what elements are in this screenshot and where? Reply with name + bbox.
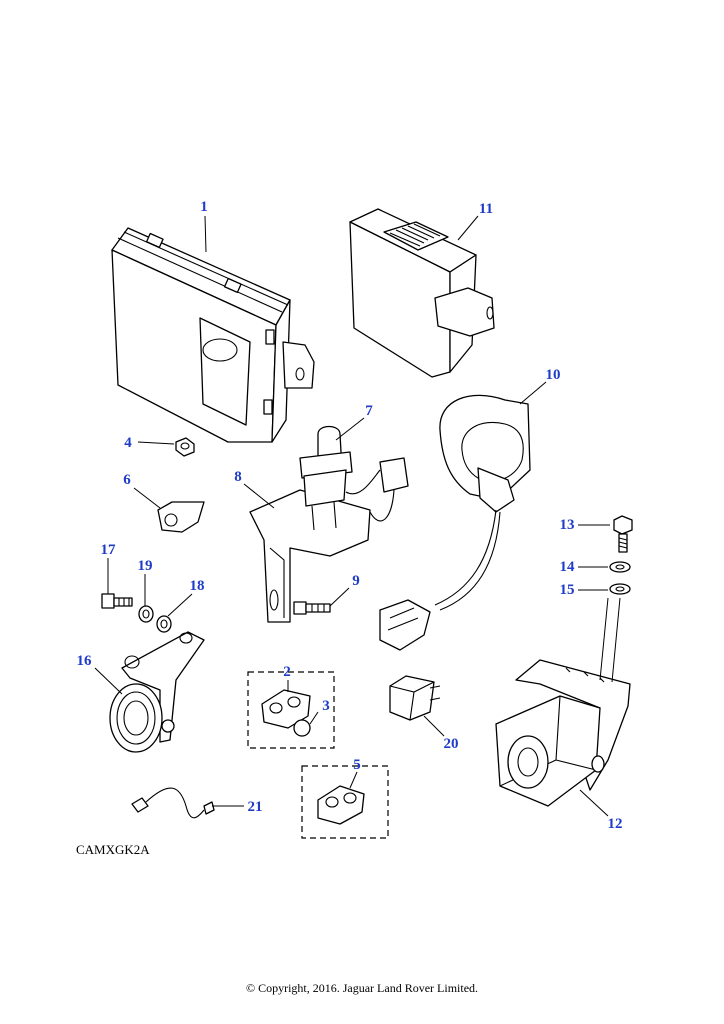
cable-part	[131, 787, 215, 819]
callout-15: 15	[559, 582, 575, 598]
callout-21: 21	[247, 799, 263, 815]
callout-2: 2	[283, 664, 291, 680]
module-part-11	[349, 208, 495, 378]
connector-part-2	[247, 671, 335, 749]
callout-10: 10	[545, 367, 561, 383]
copyright-notice: © Copyright, 2016. Jaguar Land Rover Lim…	[245, 981, 479, 995]
callout-13: 13	[559, 517, 575, 533]
callout-14: 14	[559, 559, 575, 575]
horn-part	[109, 631, 205, 753]
screw-washer-set	[101, 593, 172, 633]
callout-20: 20	[443, 736, 459, 752]
callout-5: 5	[353, 757, 361, 773]
sensor-ring-part	[379, 394, 531, 651]
callout-18: 18	[189, 578, 205, 594]
callout-4: 4	[124, 435, 132, 451]
control-module-part	[111, 227, 315, 443]
siren-part	[495, 659, 631, 807]
leader-lines	[94, 215, 621, 817]
callout-1: 1	[200, 199, 208, 215]
screw-part-9	[293, 601, 331, 615]
relay-part	[389, 675, 441, 721]
diagram-reference-code: CAMXGK2A	[76, 842, 150, 857]
connector-part-5	[301, 765, 389, 839]
callout-3: 3	[322, 698, 330, 714]
callout-19: 19	[137, 558, 153, 574]
clip-part	[157, 501, 205, 533]
callout-6: 6	[123, 472, 131, 488]
callout-9: 9	[352, 573, 360, 589]
nut-part	[175, 437, 195, 457]
callout-11: 11	[478, 201, 494, 217]
callout-8: 8	[234, 469, 242, 485]
callout-7: 7	[365, 403, 373, 419]
callout-16: 16	[76, 653, 92, 669]
callout-12: 12	[607, 816, 623, 832]
switch-bracket-part	[249, 425, 409, 623]
callout-17: 17	[100, 542, 116, 558]
bolt-washer-set	[609, 515, 633, 595]
